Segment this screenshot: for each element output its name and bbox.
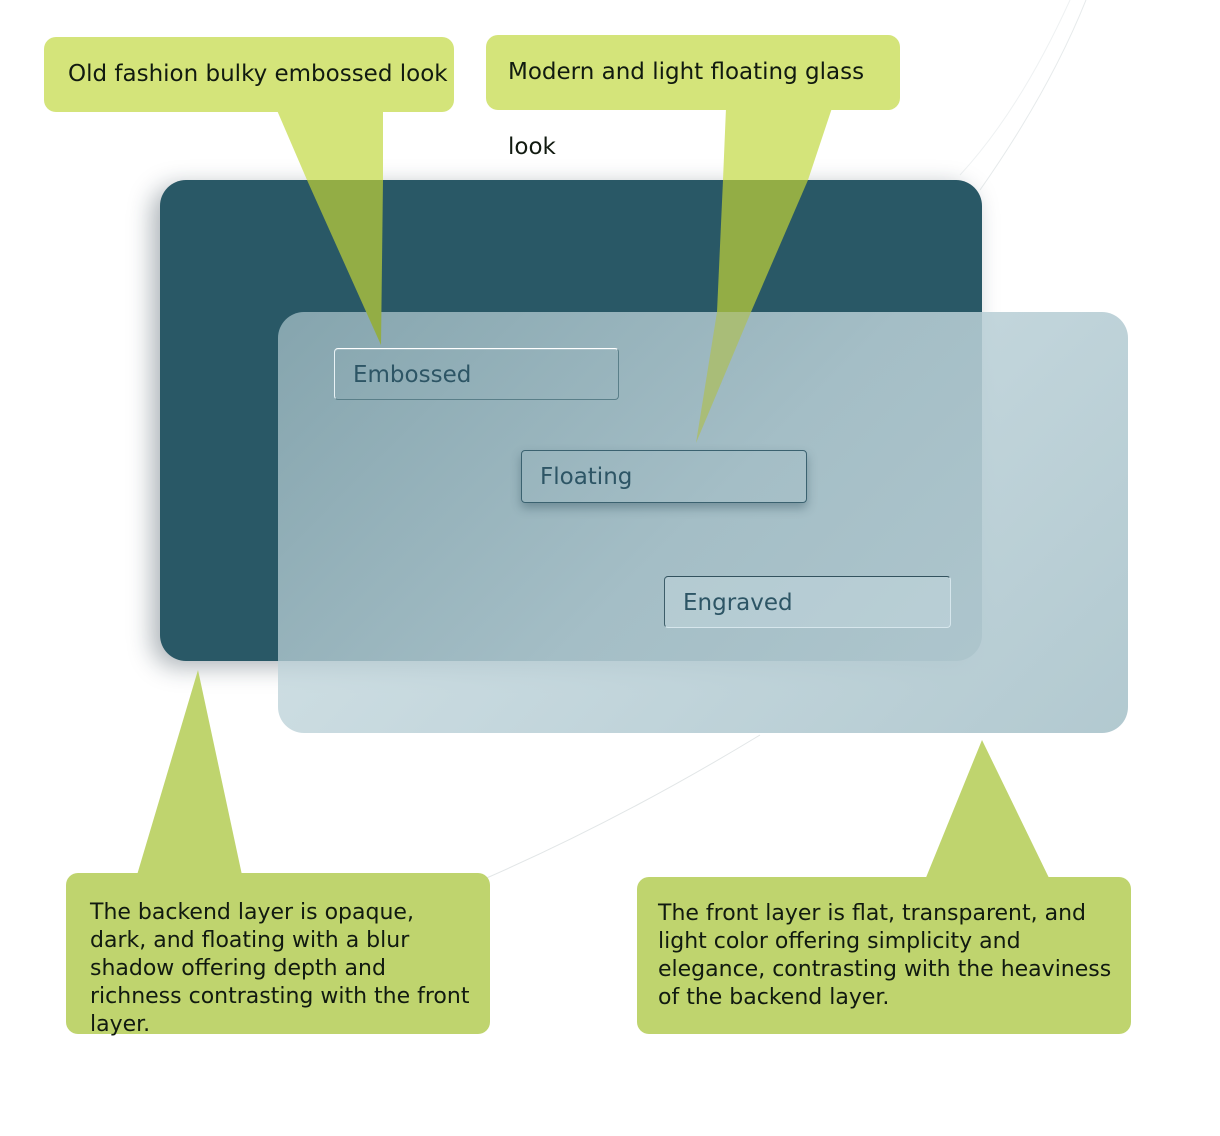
engraved-field[interactable]: Engraved [664,576,951,628]
glass-callout-pointer-overlap [717,180,808,312]
embossed-callout-pointer [276,108,383,180]
embossed-callout-pointer-overlap [307,180,383,345]
floating-field[interactable]: Floating [521,450,807,503]
front-layer-panel [278,312,1128,733]
glass-look-callout: Modern and light floating glass look [486,35,900,160]
front-callout-pointer [925,740,1050,880]
backend-callout-pointer [137,670,242,875]
backend-layer-callout: The backend layer is opaque, dark, and f… [66,873,490,1037]
embossed-field[interactable]: Embossed [334,348,619,400]
front-layer-callout: The front layer is flat, transparent, an… [637,877,1131,1034]
glass-callout-pointer-front [696,312,751,443]
embossed-look-callout: Old fashion bulky embossed look [44,37,454,112]
glass-callout-pointer [723,108,832,180]
